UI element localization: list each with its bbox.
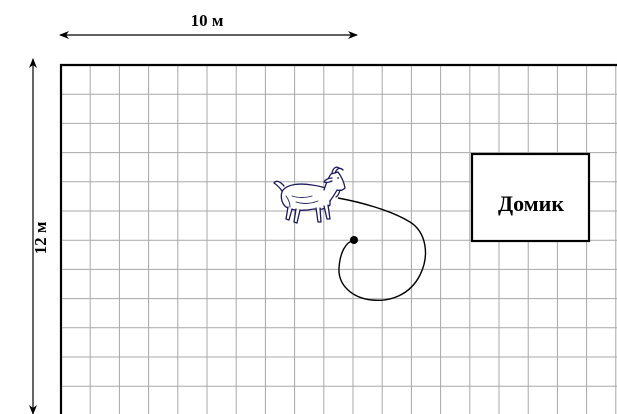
house: Домик [470,152,591,243]
house-box [470,152,591,243]
width-dimension-label: 10 м [191,11,224,30]
stake-dot [350,236,358,244]
height-dimension-label: 12 м [31,221,50,254]
goat-icon [273,166,346,224]
rope [337,197,427,302]
house-label: Домик [498,191,564,216]
field-border [59,63,617,414]
